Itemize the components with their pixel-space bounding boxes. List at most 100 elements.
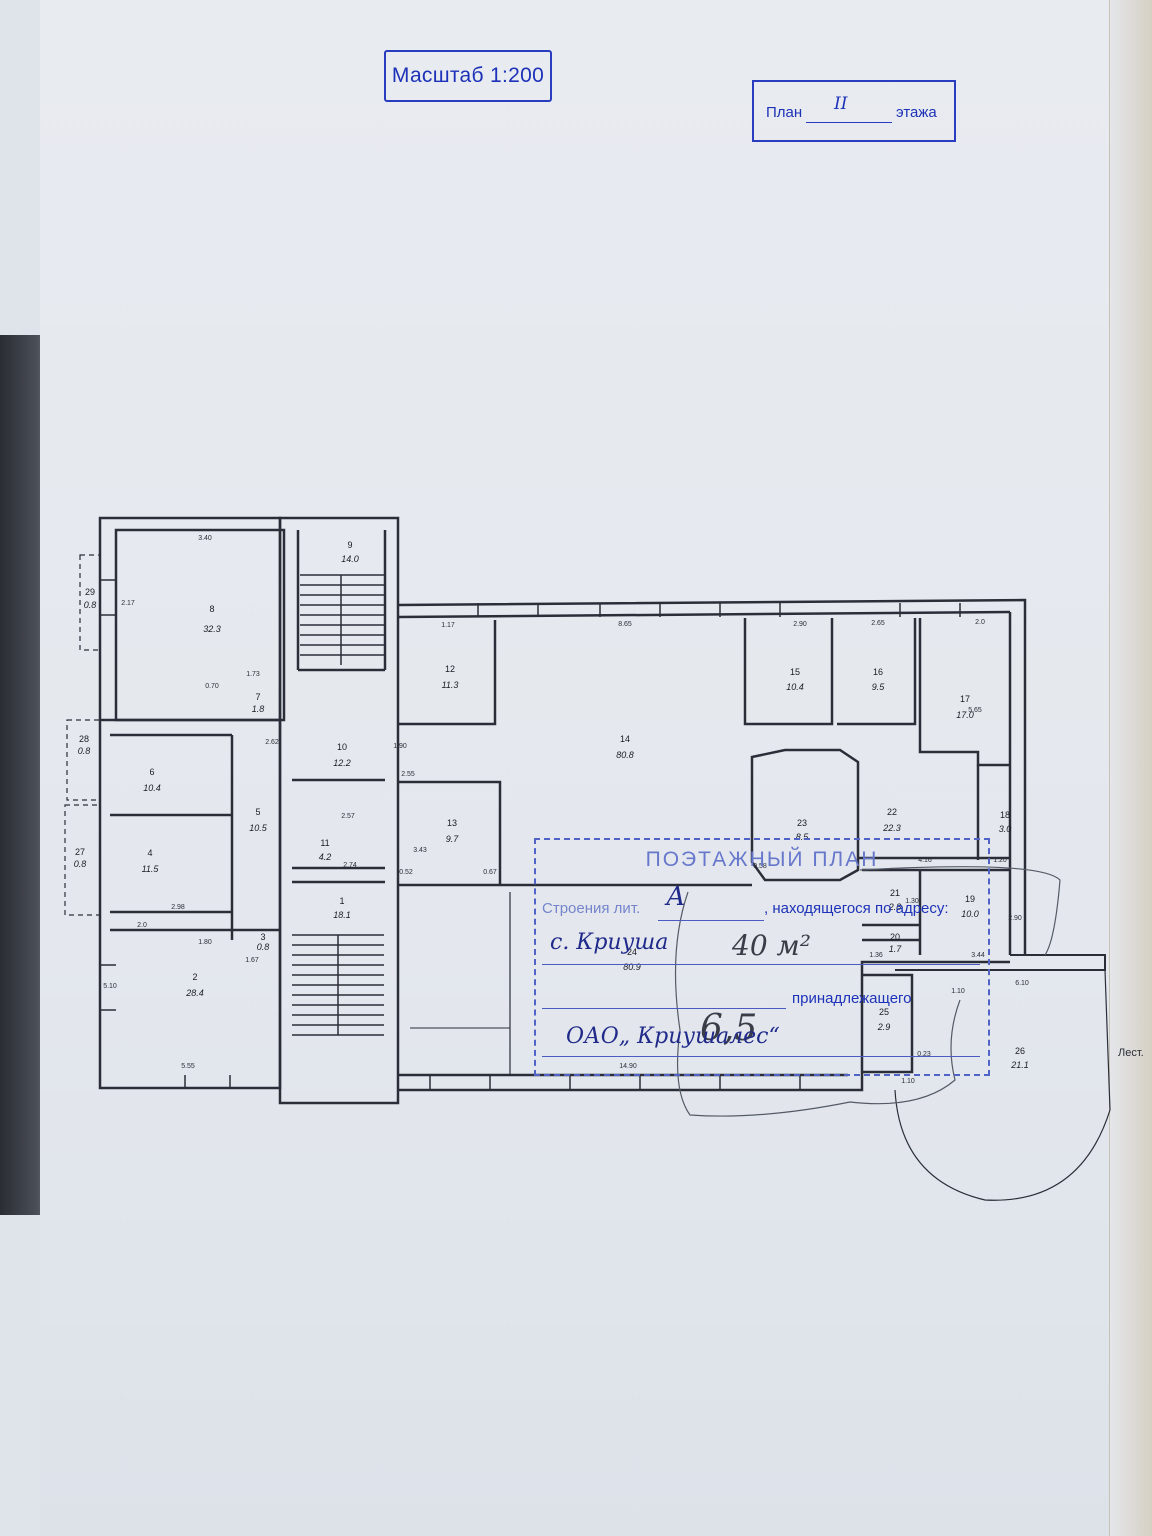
svg-text:18: 18 (1000, 810, 1010, 820)
owner-label: принадлежащего (792, 990, 912, 1007)
svg-text:5.55: 5.55 (181, 1063, 195, 1070)
svg-text:0.70: 0.70 (205, 683, 219, 690)
room-label: 510.5 (249, 807, 268, 833)
svg-text:2.90: 2.90 (1008, 915, 1022, 922)
svg-text:1.30: 1.30 (905, 898, 919, 905)
svg-text:2.62: 2.62 (265, 739, 279, 746)
scale-stamp: Масштаб 1:200 (384, 50, 552, 102)
svg-text:15: 15 (790, 667, 800, 677)
svg-text:1.36: 1.36 (869, 952, 883, 959)
svg-text:2.8: 2.8 (888, 902, 902, 912)
room-label: 280.8 (78, 734, 91, 756)
floor-stamp-suffix: этажа (896, 104, 937, 121)
address-label: , находящегося по адресу: (764, 900, 949, 917)
svg-text:19: 19 (965, 894, 975, 904)
plan-walls (98, 516, 1106, 1105)
svg-text:32.3: 32.3 (203, 624, 221, 634)
title-block-heading: ПОЭТАЖНЫЙ ПЛАН (645, 848, 879, 871)
svg-text:13: 13 (447, 818, 457, 828)
svg-text:2.0: 2.0 (975, 619, 985, 626)
svg-text:3.0: 3.0 (999, 824, 1012, 834)
svg-text:4.16: 4.16 (918, 857, 932, 864)
svg-text:2.57: 2.57 (341, 813, 355, 820)
svg-text:11: 11 (320, 838, 329, 848)
svg-text:14.90: 14.90 (619, 1063, 637, 1070)
svg-text:1.10: 1.10 (901, 1078, 915, 1085)
balcony-arc (894, 969, 1111, 1201)
room-label: 832.3 (203, 604, 221, 634)
svg-text:6.10: 6.10 (1015, 980, 1029, 987)
svg-text:25: 25 (879, 1007, 889, 1017)
svg-text:2.65: 2.65 (871, 620, 885, 627)
svg-text:9.5: 9.5 (872, 682, 886, 692)
room-label: 610.4 (143, 767, 161, 793)
stair-treads (292, 574, 384, 1036)
svg-text:0.8: 0.8 (78, 746, 91, 756)
svg-text:12.2: 12.2 (333, 758, 351, 768)
svg-text:10.4: 10.4 (143, 783, 161, 793)
svg-text:10.0: 10.0 (961, 909, 979, 919)
svg-text:0.8: 0.8 (84, 600, 97, 610)
svg-text:18.1: 18.1 (333, 910, 351, 920)
side-text: Лест. (1118, 1047, 1144, 1059)
svg-text:8.5: 8.5 (796, 832, 810, 842)
size-note: 6,5 (700, 1008, 757, 1049)
svg-text:0.58: 0.58 (753, 863, 767, 870)
room-label: 290.8 (84, 587, 97, 610)
floor-stamp: План II этажа (752, 80, 956, 142)
svg-text:80.8: 80.8 (616, 750, 634, 760)
svg-text:20: 20 (890, 932, 900, 942)
owner-fill-line (542, 1008, 786, 1009)
svg-text:10.4: 10.4 (786, 682, 804, 692)
room-label: 71.8 (252, 692, 265, 714)
svg-text:23: 23 (797, 818, 807, 828)
svg-text:11.3: 11.3 (442, 680, 459, 690)
svg-text:11.5: 11.5 (142, 864, 160, 874)
room-label: 139.7 (446, 818, 460, 844)
svg-text:21.1: 21.1 (1010, 1060, 1029, 1070)
svg-text:2.90: 2.90 (793, 621, 807, 628)
svg-text:9.7: 9.7 (446, 834, 460, 844)
svg-text:28: 28 (79, 734, 89, 744)
floor-fill-line (806, 122, 892, 123)
building-label: Строения лит. (542, 900, 641, 917)
svg-text:7: 7 (255, 692, 260, 702)
svg-text:10: 10 (337, 742, 347, 752)
svg-text:1: 1 (339, 896, 344, 906)
room-label: 228.4 (185, 972, 204, 998)
svg-text:28.4: 28.4 (185, 988, 204, 998)
svg-text:17.0: 17.0 (956, 710, 974, 720)
floor-stamp-label: План (766, 104, 803, 121)
svg-text:16: 16 (873, 667, 883, 677)
svg-text:80.9: 80.9 (623, 962, 641, 972)
svg-text:2.74: 2.74 (343, 862, 357, 869)
room-label: 252.9 (877, 1007, 891, 1032)
address-value: с. Криуша (550, 930, 669, 955)
svg-text:0.52: 0.52 (399, 869, 413, 876)
svg-text:21: 21 (890, 888, 900, 898)
svg-text:22.3: 22.3 (882, 823, 901, 833)
room-label: 118.1 (333, 896, 351, 920)
svg-text:1.90: 1.90 (393, 743, 407, 750)
svg-text:1.7: 1.7 (889, 944, 903, 954)
svg-text:2.98: 2.98 (171, 904, 185, 911)
svg-text:1.80: 1.80 (198, 939, 212, 946)
svg-text:1.8: 1.8 (252, 704, 265, 714)
svg-text:9: 9 (347, 540, 352, 550)
svg-text:1.67: 1.67 (245, 957, 259, 964)
svg-text:3.40: 3.40 (198, 535, 212, 542)
svg-text:3.44: 3.44 (971, 952, 985, 959)
bay-outlines (64, 554, 101, 916)
svg-text:2: 2 (192, 972, 197, 982)
building-letter: А (666, 882, 686, 912)
svg-text:1.10: 1.10 (951, 988, 965, 995)
room-label: 183.0 (999, 810, 1012, 834)
page-edge (1109, 0, 1152, 1536)
room-label: 201.7 (889, 932, 903, 954)
